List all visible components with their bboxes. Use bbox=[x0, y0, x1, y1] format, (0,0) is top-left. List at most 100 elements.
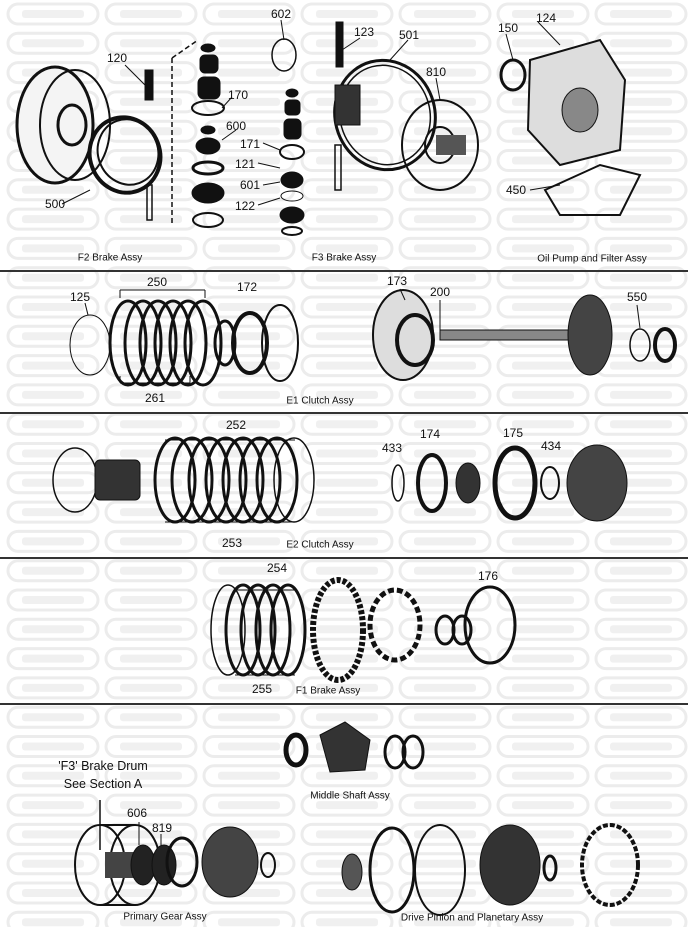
f2-brake-band bbox=[87, 115, 163, 195]
part-label-602: 602 bbox=[270, 7, 292, 21]
watermark-logo bbox=[104, 207, 198, 231]
watermark-logo bbox=[496, 735, 590, 758]
watermark-logo bbox=[6, 852, 100, 876]
watermark-logo bbox=[496, 529, 590, 553]
watermark-logo bbox=[594, 559, 688, 583]
watermark-logo bbox=[6, 31, 100, 55]
e2-hub bbox=[94, 459, 141, 501]
watermark-logo bbox=[594, 764, 688, 788]
part-label-550: 550 bbox=[626, 290, 648, 304]
watermark-logo bbox=[202, 617, 296, 641]
watermark-logo bbox=[202, 31, 296, 55]
watermark-logo bbox=[6, 207, 100, 231]
e1-clutch-pack-250-261 bbox=[108, 299, 223, 387]
watermark-logo bbox=[6, 559, 100, 583]
part-label-250: 250 bbox=[146, 275, 168, 289]
e1-hub bbox=[567, 294, 613, 376]
watermark-logo bbox=[496, 207, 590, 231]
part-label-171: 171 bbox=[239, 137, 261, 151]
watermark-logo bbox=[398, 559, 492, 583]
watermark-logo bbox=[594, 207, 688, 231]
watermark-logo bbox=[6, 236, 100, 260]
watermark-logo bbox=[104, 735, 198, 758]
pin bbox=[146, 184, 153, 221]
watermark-logo bbox=[300, 793, 394, 817]
part-label-501: 501 bbox=[398, 28, 420, 42]
part-label-170: 170 bbox=[227, 88, 249, 102]
caption-primary-gear-assy: Primary Gear Assy bbox=[123, 911, 207, 923]
e2-clutch-pack-252-253 bbox=[153, 436, 315, 524]
part-label-500: 500 bbox=[44, 197, 66, 211]
watermark-logo bbox=[594, 2, 688, 26]
watermark-logo bbox=[6, 910, 100, 927]
part-label-123: 123 bbox=[353, 25, 375, 39]
e1-drum-173 bbox=[372, 289, 435, 381]
watermark-logo bbox=[104, 764, 198, 788]
watermark-logo bbox=[104, 236, 198, 260]
watermark-logo bbox=[594, 676, 688, 700]
section-divider bbox=[0, 270, 688, 272]
part-label-121: 121 bbox=[234, 157, 256, 171]
watermark-logo bbox=[496, 617, 590, 641]
watermark-logo bbox=[398, 735, 492, 758]
watermark-logo bbox=[6, 617, 100, 641]
part-label-174: 174 bbox=[419, 427, 441, 441]
leader-lines bbox=[61, 19, 641, 676]
watermark-logo bbox=[202, 149, 296, 172]
part-label-450: 450 bbox=[505, 183, 527, 197]
caption-f3-brake-assy: F3 Brake Assy bbox=[311, 252, 377, 264]
watermark-logo bbox=[496, 910, 590, 927]
f3-pin bbox=[334, 144, 342, 191]
watermark-logo bbox=[6, 735, 100, 758]
watermark-logo bbox=[398, 647, 492, 671]
middle-shaft-assy bbox=[283, 721, 425, 773]
watermark-logo bbox=[496, 647, 590, 671]
note-f3-brake-drum: 'F3' Brake Drum bbox=[58, 759, 148, 773]
watermark-logo bbox=[6, 676, 100, 700]
watermark-logo bbox=[594, 910, 688, 927]
part-label-200: 200 bbox=[429, 285, 451, 299]
watermark-logo bbox=[104, 676, 198, 700]
watermark-logo bbox=[6, 822, 100, 846]
watermark-logo bbox=[202, 793, 296, 817]
plate-172 bbox=[231, 311, 269, 375]
watermark-logo bbox=[104, 149, 198, 172]
watermark-logo bbox=[398, 617, 492, 641]
watermark-logo bbox=[6, 647, 100, 671]
watermark-logo bbox=[594, 852, 688, 876]
watermark-logo bbox=[104, 442, 198, 465]
watermark-logo bbox=[398, 910, 492, 927]
watermark-logo bbox=[496, 266, 590, 290]
watermark-logo bbox=[202, 910, 296, 927]
watermark-logo bbox=[104, 588, 198, 612]
watermark-logo bbox=[398, 31, 492, 55]
watermark-logo bbox=[496, 383, 590, 407]
watermark-logo bbox=[104, 529, 198, 553]
watermark-logo bbox=[300, 500, 394, 524]
watermark-logo bbox=[6, 295, 100, 319]
watermark-logo bbox=[496, 178, 590, 202]
f3-brake-band-501 bbox=[333, 58, 437, 172]
watermark-logo bbox=[104, 647, 198, 671]
watermark-logo bbox=[300, 412, 394, 436]
watermark-logo bbox=[104, 705, 198, 729]
gasket-602 bbox=[271, 38, 297, 72]
watermark-logo bbox=[104, 559, 198, 583]
watermark-logo bbox=[594, 178, 688, 202]
oil-filter-450 bbox=[543, 163, 642, 216]
part-label-261: 261 bbox=[144, 391, 166, 405]
bolt-123 bbox=[335, 21, 344, 68]
watermark-logo bbox=[398, 588, 492, 612]
f3-drum-810 bbox=[401, 99, 479, 191]
watermark-logo bbox=[6, 383, 100, 407]
watermark-logo bbox=[398, 61, 492, 85]
part-label-125: 125 bbox=[69, 290, 91, 304]
watermark-logo bbox=[202, 2, 296, 26]
ring-434 bbox=[540, 466, 560, 500]
part-label-175: 175 bbox=[502, 426, 524, 440]
f1-drum bbox=[310, 577, 366, 683]
bolt-120 bbox=[144, 69, 154, 101]
part-label-819: 819 bbox=[151, 821, 173, 835]
caption-f1-brake-assy: F1 Brake Assy bbox=[295, 685, 361, 697]
